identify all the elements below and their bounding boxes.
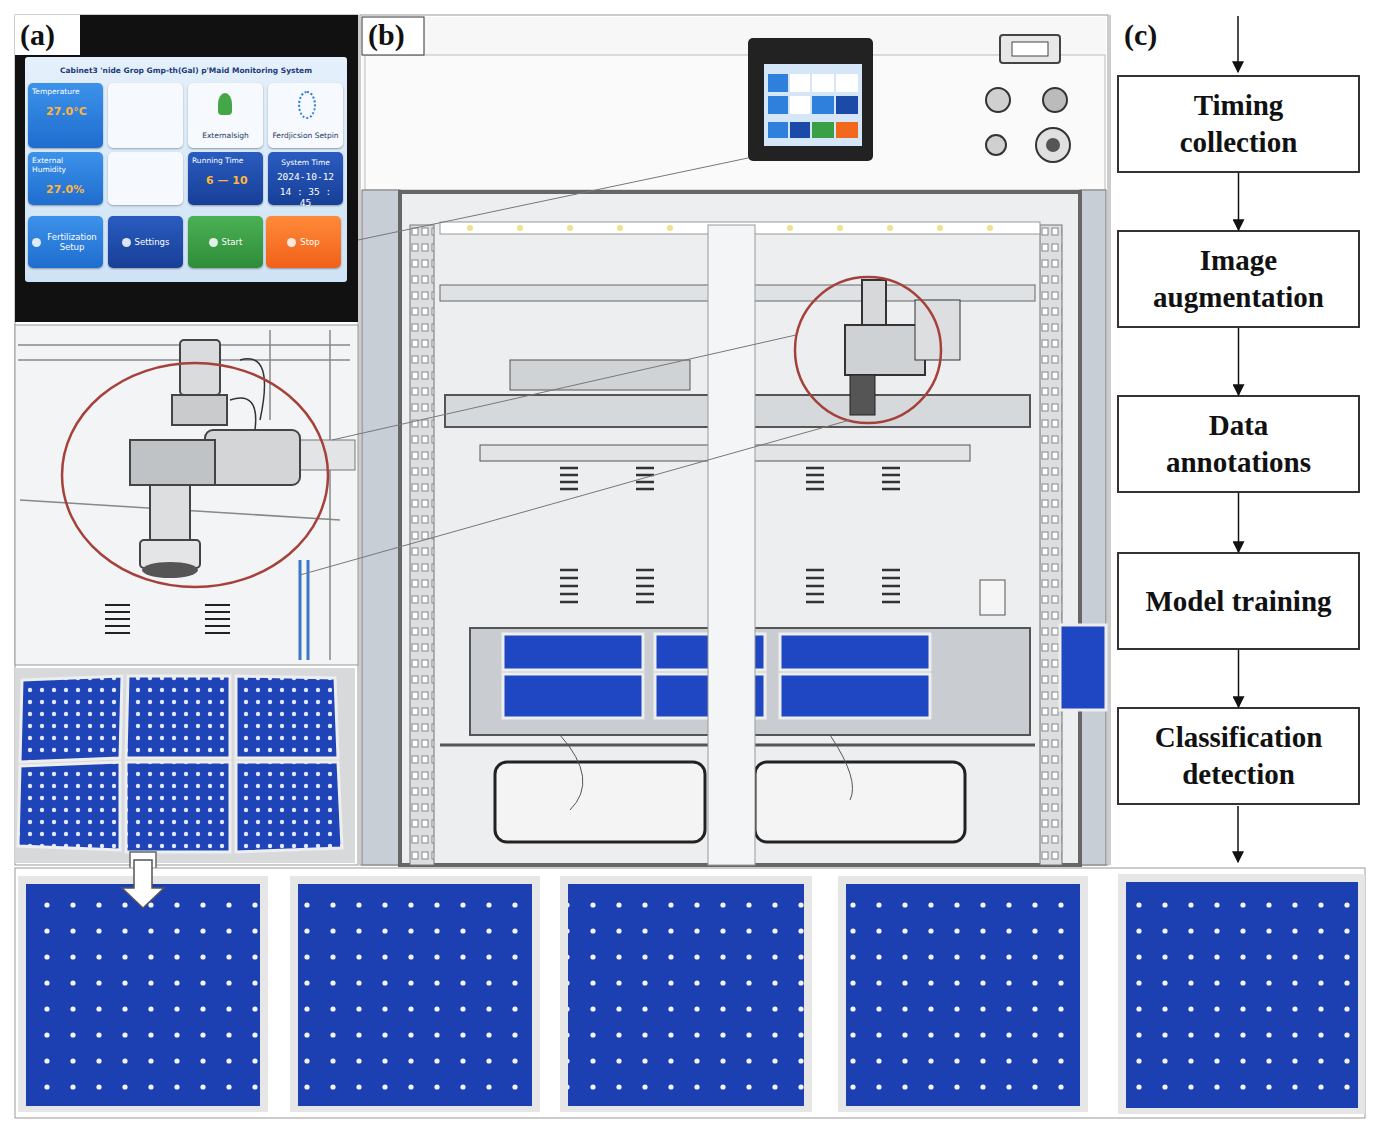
tray-photos	[15, 868, 1365, 1118]
screen-decoration	[298, 91, 316, 119]
process-box: Model training	[1117, 552, 1360, 650]
node-text: Externalsigh	[202, 131, 249, 140]
flow-arrow	[1238, 328, 1240, 395]
node-text: Data annotations	[1139, 407, 1339, 481]
button-icon	[32, 238, 41, 247]
node-text: Stop	[300, 237, 319, 247]
node-text: Timing collection	[1139, 87, 1339, 161]
node-value: 27.0°C	[32, 105, 99, 118]
process-box: Image augmentation	[1117, 230, 1360, 328]
node-text: Fertilization Setup	[45, 232, 99, 252]
leader-lines	[300, 158, 850, 575]
node-text: Classification detection	[1139, 719, 1339, 793]
node-text: Cabinet3 'nide Grop Gmp-th(Gal) p'Maid M…	[25, 66, 347, 75]
node-text: Settings	[135, 237, 170, 247]
flow-arrow	[1238, 493, 1240, 552]
node-text: Image augmentation	[1139, 242, 1339, 316]
node-text: Temperature	[32, 87, 99, 96]
button-icon	[287, 238, 296, 247]
humidity-tile: External Humidity 27.0%	[28, 152, 103, 205]
node-value: 27.0%	[32, 183, 99, 196]
button-icon	[209, 238, 218, 247]
fertilizer-tile: Ferdjicsion Setpin	[268, 83, 343, 148]
growth-cabinet	[362, 17, 1106, 865]
settings-button: Settings	[108, 216, 183, 268]
system-time-tile: System Time 2024-10-12 14 : 35 : 45	[268, 152, 343, 205]
screen-decoration	[218, 93, 232, 115]
panel-label: (b)	[368, 18, 405, 52]
screen-decoration	[108, 152, 183, 205]
monitor-screen: Cabinet3 'nide Grop Gmp-th(Gal) p'Maid M…	[25, 57, 347, 282]
node-text: Model training	[1145, 583, 1331, 620]
button-icon	[122, 238, 131, 247]
node-value: 2024-10-12	[277, 171, 334, 182]
flow-arrow	[1238, 650, 1240, 707]
start-button: Start	[188, 216, 263, 268]
node-text: Ferdjicsion Setpin	[272, 131, 338, 140]
label-box	[362, 17, 424, 55]
screen-decoration	[108, 83, 183, 148]
node-text: System Time	[281, 158, 330, 167]
panel-label: (a)	[20, 18, 55, 52]
running-time-tile: Running Time 6 — 10	[188, 152, 263, 205]
fertilization-button: Fertilization Setup	[28, 216, 103, 268]
process-box: Data annotations	[1117, 395, 1360, 493]
mechanism-sketch	[15, 325, 358, 665]
process-box: Classification detection	[1117, 707, 1360, 805]
screen-bezel	[15, 15, 358, 322]
light-tile: Externalsigh	[188, 83, 263, 148]
process-box: Timing collection	[1117, 75, 1360, 173]
panel-label: (c)	[1124, 18, 1157, 52]
node-value: 14 : 35 : 45	[272, 186, 339, 208]
down-arrow	[122, 860, 164, 908]
panel-frames	[15, 15, 1110, 865]
flow-arrow	[1238, 173, 1240, 230]
node-value: 6 — 10	[192, 174, 259, 187]
node-text: Running Time	[192, 156, 259, 165]
node-text: External Humidity	[32, 156, 99, 174]
stop-button: Stop	[266, 216, 341, 268]
temperature-tile: Temperature 27.0°C	[28, 83, 103, 148]
node-text: Start	[222, 237, 243, 247]
